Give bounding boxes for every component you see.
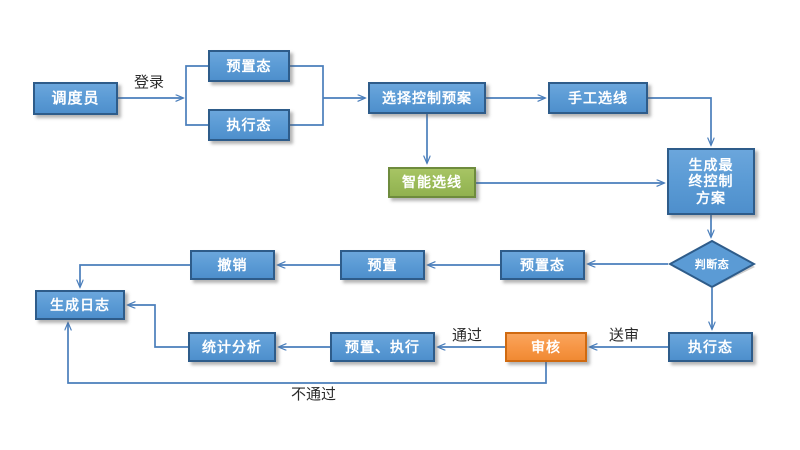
- node-revoke-label: 撤销: [217, 256, 248, 273]
- node-exec-state-2-label: 执行态: [688, 338, 733, 355]
- edge-label-login: 登录: [134, 75, 165, 91]
- node-select-plan[interactable]: 选择控制预案: [368, 82, 486, 114]
- node-dispatcher-label: 调度员: [51, 89, 100, 107]
- node-exec-state-1[interactable]: 执行态: [208, 109, 290, 141]
- edge-fork-to-exec-state: [185, 98, 208, 126]
- node-preset-exec-label: 预置、执行: [345, 338, 420, 355]
- node-gen-log-label: 生成日志: [50, 296, 110, 313]
- node-preset-label: 预置: [367, 256, 398, 273]
- node-gen-log[interactable]: 生成日志: [35, 290, 125, 320]
- edge-manual-to-final: [648, 97, 711, 145]
- node-judge-state[interactable]: 判断态: [668, 240, 756, 288]
- node-preset-state-1[interactable]: 预置态: [208, 50, 290, 82]
- node-manual-route[interactable]: 手工选线: [548, 82, 648, 114]
- diamond-shape: [668, 240, 756, 288]
- edge-label-submit: 送审: [609, 328, 640, 344]
- node-exec-state-1-label: 执行态: [226, 116, 272, 133]
- node-smart-route[interactable]: 智能选线: [388, 167, 476, 198]
- node-final-plan[interactable]: 生成最 终控制 方案: [667, 148, 755, 215]
- edge-revoke-to-log: [80, 264, 190, 287]
- node-judge-state-label: 判断态: [694, 259, 730, 271]
- node-stat-analysis-label: 统计分析: [202, 338, 262, 355]
- edge-stat-to-log: [128, 305, 188, 348]
- node-exec-state-2[interactable]: 执行态: [668, 332, 753, 362]
- node-preset-state-2-label: 预置态: [520, 256, 565, 273]
- node-preset[interactable]: 预置: [340, 250, 425, 280]
- node-dispatcher[interactable]: 调度员: [33, 82, 118, 115]
- edge-fork-to-preset-state: [185, 65, 208, 98]
- node-smart-route-label: 智能选线: [402, 174, 462, 191]
- node-select-plan-label: 选择控制预案: [382, 89, 472, 106]
- node-preset-state-2[interactable]: 预置态: [500, 250, 585, 280]
- edge-label-not-pass: 不通过: [291, 387, 337, 403]
- node-review[interactable]: 审核: [505, 332, 587, 362]
- node-stat-analysis[interactable]: 统计分析: [188, 332, 276, 362]
- edge-label-pass: 通过: [452, 328, 483, 344]
- node-final-plan-label: 生成最 终控制 方案: [688, 157, 734, 206]
- node-review-label: 审核: [531, 338, 561, 355]
- node-manual-route-label: 手工选线: [568, 89, 628, 106]
- node-preset-exec[interactable]: 预置、执行: [330, 332, 435, 362]
- node-preset-state-1-label: 预置态: [226, 57, 272, 74]
- node-revoke[interactable]: 撤销: [190, 250, 275, 280]
- edge-exec-state-to-join: [290, 98, 324, 126]
- edge-preset-state-to-join: [290, 65, 324, 98]
